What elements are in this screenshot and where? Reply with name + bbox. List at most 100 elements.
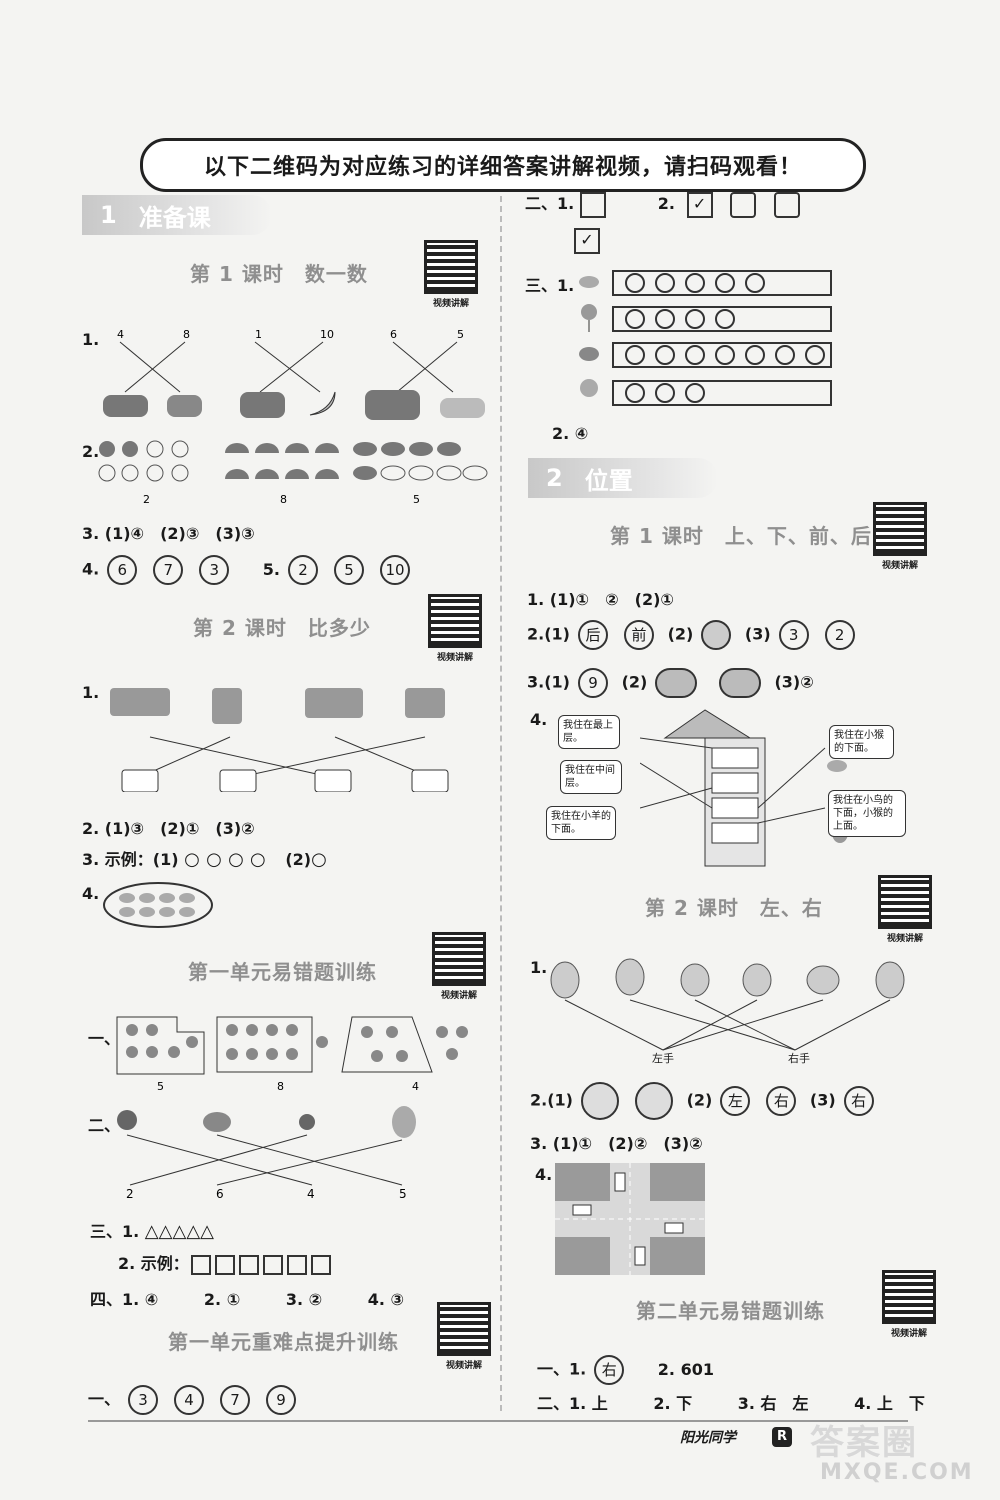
answer-circle: 前 [623,620,654,650]
question-number: 4. [535,1165,553,1184]
speech-bubble: 我住在小鸟的下面，小猴的上面。 [828,790,906,837]
section-four: 四、1. ④ 2. ① 3. ② 4. ③ [90,1286,404,1310]
answer-text: 3. 右 左 [737,1394,809,1413]
figure-number: 8 [277,1080,284,1093]
animal-oval-icon [655,668,698,698]
figure-number: 2 [126,1187,134,1200]
question-number: 2. [530,1090,548,1110]
question-number: 2. [527,624,545,644]
figure-number: 4 [412,1080,419,1093]
answer-circle: 2 [288,555,319,585]
question-number: 3. [527,672,545,692]
section-label: 四、1. ④ [90,1290,159,1309]
qr-code-icon [882,1270,936,1324]
section-label: 三、1. [90,1222,140,1241]
section-label: 一、 [88,1389,121,1409]
answer-text: 3. ② [285,1290,323,1309]
question-number: 4. [530,710,548,729]
review2-one: 一、1. 右 2. 601 [537,1355,714,1385]
answer-circle: 10 [380,555,411,585]
position-q1: 1. (1)① ② (2)① [527,586,674,610]
square-icon [238,1254,259,1275]
section-label: 二、1. [525,194,575,213]
circle-icon [805,345,825,365]
position-q3: 3.(1)9 (2) (3)② [527,668,814,698]
review2-two: 二、1. 上 2. 下 3. 右 左 4. 上 下 [537,1390,925,1414]
left-right-q3: 3. (1)① (2)② (3)② [530,1130,703,1154]
animal-oval-icon [718,668,761,698]
qr-code-icon [432,932,486,986]
qr-code[interactable]: 视频讲解 [873,502,927,571]
speech-bubble: 我住在最上层。 [558,715,620,749]
answer-text: 2. ④ [552,424,589,443]
answer-circle: 9 [577,668,608,698]
figure-number: 1 [255,328,262,341]
qr-caption: 视频讲解 [432,299,469,309]
answer-text: (1)① (2)② (3)② [552,1134,703,1153]
qr-code[interactable]: 视频讲解 [882,1270,936,1339]
answer-text: 2. [657,194,676,213]
answer-text: 4. 上 下 [854,1394,925,1413]
circle-icon [625,309,645,329]
matching-figure: 2 6 4 5 [117,1106,416,1200]
section-label: 一、1. [537,1359,587,1379]
face-icon [634,1082,673,1120]
square-icon [286,1254,307,1275]
counting-figure: 2 8 5 [98,440,488,506]
lesson-title: 第 1 课时 上、下、前、后 [610,524,872,548]
answer-circle: 6 [107,555,138,585]
question-3: 3. 示例：(1) ○ ○ ○ ○ (2)○ [82,849,327,870]
answer-text: 示例：(1) [104,850,179,869]
section-three: 三、1. △△△△△ [90,1218,214,1242]
qr-code-icon [437,1302,491,1356]
answer-text: (2) [667,624,694,644]
question-number: 5. [262,559,281,579]
grouping-figure: 5 8 4 [116,1016,468,1093]
review-title: 第二单元易错题训练 [636,1299,825,1323]
answer-video-banner: 以下二维码为对应练习的详细答案讲解视频，请扫码观看！ [140,138,866,192]
qr-code[interactable]: 视频讲解 [437,1302,491,1371]
figure-number: 8 [280,493,287,506]
unit-number: 2 [546,464,563,492]
qr-code[interactable]: 视频讲解 [424,240,478,309]
figure-number: 5 [413,493,420,506]
answer-text: 2. 下 [653,1394,693,1413]
answer-circle: 3 [199,555,230,585]
answer-circle: 右 [843,1086,874,1116]
circle-icon [745,345,765,365]
figure-number: 2 [143,493,150,506]
qr-code-icon [424,240,478,294]
answer-text: (1) [547,1090,573,1110]
answer-circle: 2 [824,620,855,650]
answer-text: (1) [544,624,570,644]
intersection-figure [555,1163,705,1275]
watermark-url: MXQE.COM [820,1460,974,1485]
right-hand-label: 右手 [788,1052,810,1065]
answer-text: (3) [744,624,771,644]
footer-rule [88,1420,908,1422]
qr-caption: 视频讲解 [890,1329,927,1339]
qr-code[interactable]: 视频讲解 [432,932,486,1001]
speech-bubble: 我住在小羊的下面。 [546,806,616,840]
figure-number: 6 [216,1187,224,1200]
answer-circle: 右 [594,1355,625,1385]
qr-caption: 视频讲解 [881,561,918,571]
qr-code[interactable]: 视频讲解 [428,594,482,663]
section-two: 二、1. 2. ✓ [525,190,806,218]
circle-icon [715,273,735,293]
speech-bubble: 我住在小猴的下面。 [829,725,894,759]
animal-circle-icon [701,620,732,650]
question-number: 4. [82,884,100,903]
circle-bar [612,342,832,368]
edition-badge: R [772,1427,792,1447]
qr-code[interactable]: 视频讲解 [878,875,932,944]
answer-text: (1)① ② (2)① [549,590,674,609]
answer-text: (2) [686,1090,713,1110]
answer-text: 2. 601 [657,1359,714,1379]
question-number: 1. [530,958,548,977]
lesson-title: 第 2 课时 左、右 [645,896,823,920]
face-icon [580,1082,619,1120]
lesson-title: 第 2 课时 比多少 [193,616,371,640]
